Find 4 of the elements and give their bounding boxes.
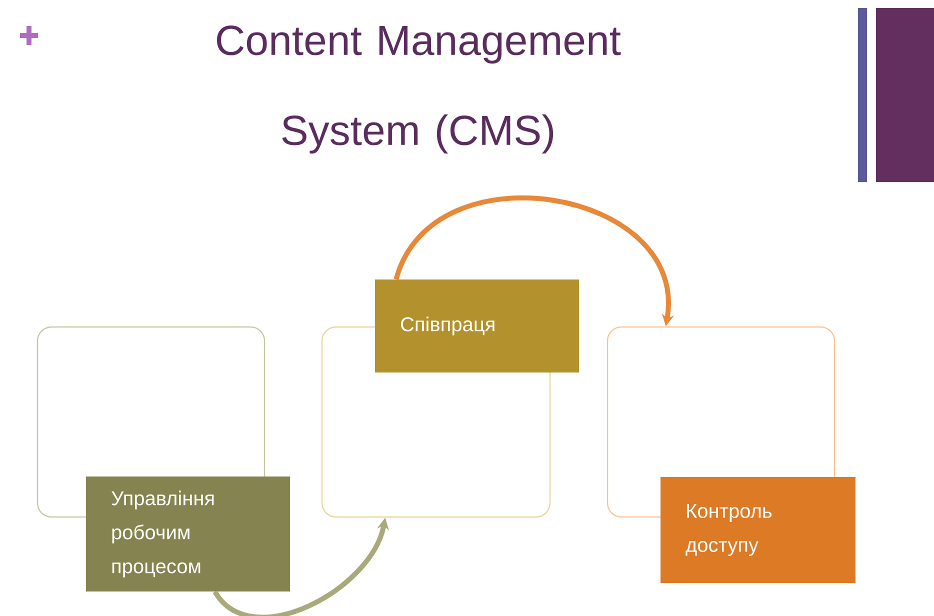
label-box: Управління робочим процесом [86, 476, 290, 592]
label-box: Контроль доступу [660, 477, 856, 583]
label-box: Співпраця [375, 280, 579, 372]
title: Content Management System (CMS) [217, 26, 621, 154]
